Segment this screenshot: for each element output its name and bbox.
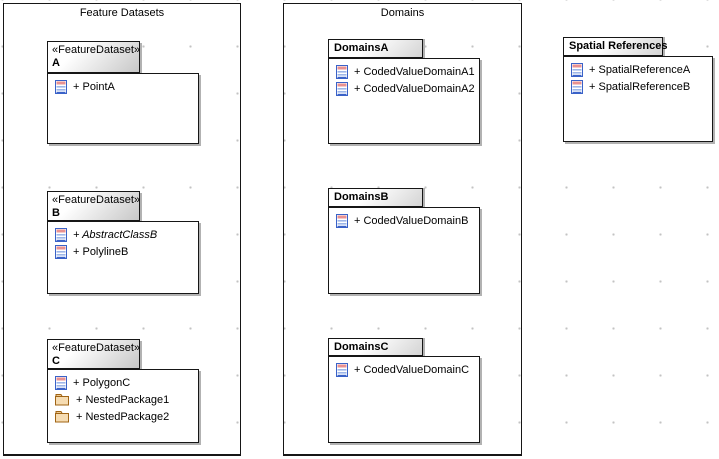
package-domainsa-tab[interactable]: DomainsA [328,39,423,58]
member-row[interactable]: + SpatialReferenceA [564,61,712,78]
member-label: + CodedValueDomainB [354,214,469,227]
member-row[interactable]: + AbstractClassB [48,226,198,243]
member-label: + NestedPackage1 [76,393,170,406]
package-title: Domains [380,7,425,19]
package-name: DomainsA [334,42,389,54]
table-icon [55,79,67,94]
package-name: DomainsC [334,341,389,353]
folder-icon [55,411,69,423]
member-row[interactable]: + CodedValueDomainA1 [329,63,479,80]
package-spatial-references-tab[interactable]: Spatial References [563,37,667,56]
member-row[interactable]: + CodedValueDomainC [329,361,479,378]
table-icon [571,62,583,77]
class-featuredataset-b-header[interactable]: «FeatureDataset» B [47,191,140,221]
member-row[interactable]: + NestedPackage1 [48,391,198,408]
class-featuredataset-b-body[interactable]: + AbstractClassB + PolylineB [47,221,199,294]
class-name: A [52,57,60,69]
class-featuredataset-c-header[interactable]: «FeatureDataset» C [47,339,140,369]
member-row[interactable]: + PolygonC [48,374,198,391]
class-stereotype: «FeatureDataset» [52,342,141,354]
package-feature-datasets[interactable]: Feature Datasets «FeatureDataset» A + Po… [3,3,241,456]
member-label: + SpatialReferenceB [589,80,691,93]
table-icon [571,79,583,94]
package-name: DomainsB [334,191,389,203]
member-row[interactable]: + PolylineB [48,243,198,260]
folder-icon [55,394,69,406]
table-icon [55,375,67,390]
package-domainsa-body[interactable]: + CodedValueDomainA1 + CodedValueDomainA… [328,58,480,144]
package-name: Spatial References [569,40,668,52]
package-domainsc-body[interactable]: + CodedValueDomainC [328,356,480,443]
package-domains[interactable]: Domains DomainsA + CodedValueDomainA1 + … [283,3,522,456]
table-icon [336,81,348,96]
table-icon [55,227,67,242]
package-title: Feature Datasets [79,7,165,19]
class-featuredataset-a-body[interactable]: + PointA [47,73,199,144]
member-label: + PointA [73,80,115,93]
member-label: + PolylineB [73,245,129,258]
package-domainsb-tab[interactable]: DomainsB [328,188,423,207]
member-label: + CodedValueDomainA2 [354,82,475,95]
class-featuredataset-c-body[interactable]: + PolygonC + NestedPackage1 + NestedPack… [47,369,199,443]
member-label: + CodedValueDomainC [354,363,470,376]
class-stereotype: «FeatureDataset» [52,194,141,206]
member-row[interactable]: + NestedPackage2 [48,408,198,425]
member-row[interactable]: + SpatialReferenceB [564,78,712,95]
member-row[interactable]: + PointA [48,78,198,95]
table-icon [336,64,348,79]
class-featuredataset-a-header[interactable]: «FeatureDataset» A [47,41,140,73]
package-spatial-references-body[interactable]: + SpatialReferenceA + SpatialReferenceB [563,56,713,142]
table-icon [336,362,348,377]
class-name: C [52,355,60,367]
member-label: + SpatialReferenceA [589,63,691,76]
member-row[interactable]: + CodedValueDomainB [329,212,479,229]
table-icon [55,244,67,259]
member-label: + NestedPackage2 [76,410,170,423]
package-domainsc-tab[interactable]: DomainsC [328,338,423,356]
package-domainsb-body[interactable]: + CodedValueDomainB [328,207,480,294]
member-row[interactable]: + CodedValueDomainA2 [329,80,479,97]
member-label: + CodedValueDomainA1 [354,65,475,78]
table-icon [336,213,348,228]
member-label: + AbstractClassB [73,228,158,241]
class-stereotype: «FeatureDataset» [52,44,141,56]
member-label: + PolygonC [73,376,131,389]
class-name: B [52,207,60,219]
